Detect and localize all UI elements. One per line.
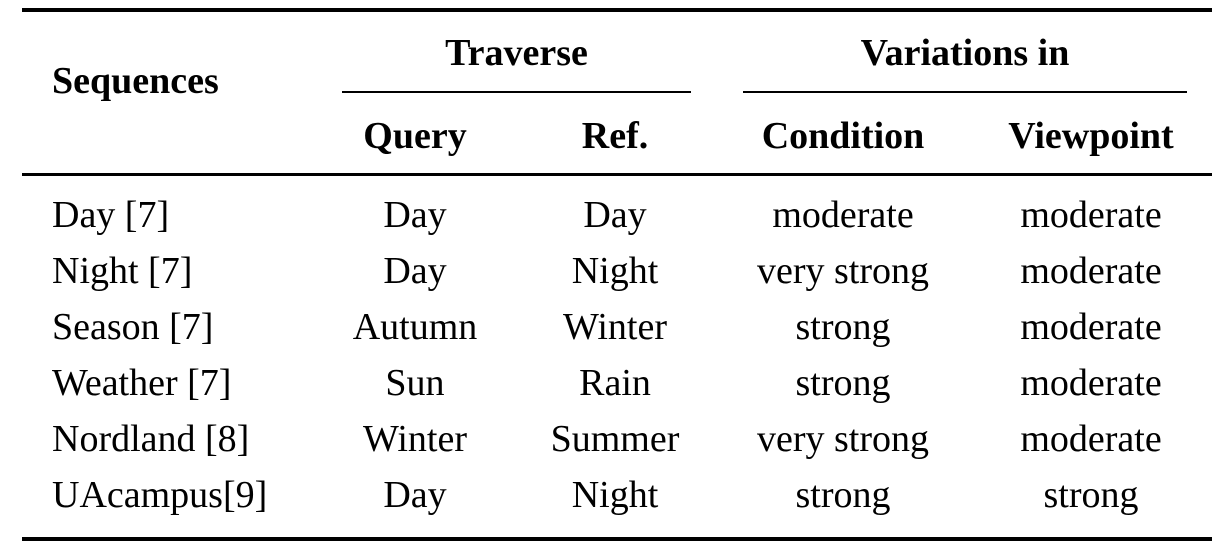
- cell-condition: very strong: [756, 418, 930, 460]
- cell-viewpoint: moderate: [1020, 418, 1162, 460]
- cell-ref: Winter: [563, 306, 667, 348]
- cell-condition: strong: [795, 474, 891, 516]
- cell-sequence: UAcampus[9]: [52, 474, 268, 516]
- table-row: Weather [7] Sun Rain strong moderate: [0, 364, 1230, 420]
- cell-viewpoint: moderate: [1020, 362, 1162, 404]
- cell-ref: Night: [571, 250, 659, 292]
- traverse-group-rule: [342, 91, 691, 93]
- cell-condition: very strong: [756, 250, 930, 292]
- cell-query: Sun: [385, 362, 445, 404]
- table-body: Day [7] Day Day moderate moderate Night …: [0, 196, 1230, 532]
- cell-ref: Night: [571, 474, 659, 516]
- header-condition: Condition: [761, 115, 925, 157]
- cell-query: Day: [383, 250, 447, 292]
- cell-sequence: Nordland [8]: [52, 418, 250, 460]
- table-header-rule: [22, 173, 1212, 176]
- cell-sequence: Day [7]: [52, 194, 170, 236]
- cell-query: Day: [383, 474, 447, 516]
- cell-ref: Day: [583, 194, 647, 236]
- table-row: Night [7] Day Night very strong moderate: [0, 252, 1230, 308]
- table-bottom-rule: [22, 537, 1212, 541]
- cell-query: Autumn: [352, 306, 478, 348]
- table-row: Nordland [8] Winter Summer very strong m…: [0, 420, 1230, 476]
- cell-viewpoint: moderate: [1020, 306, 1162, 348]
- cell-condition: strong: [795, 306, 891, 348]
- variations-group-rule: [743, 91, 1187, 93]
- cell-query: Winter: [363, 418, 467, 460]
- cell-sequence: Night [7]: [52, 250, 193, 292]
- table-top-rule: [22, 8, 1212, 12]
- cell-viewpoint: strong: [1043, 474, 1139, 516]
- header-traverse: Traverse: [445, 32, 588, 74]
- cell-viewpoint: moderate: [1020, 250, 1162, 292]
- header-query: Query: [363, 115, 467, 157]
- header-viewpoint: Viewpoint: [1008, 115, 1174, 157]
- cell-ref: Rain: [579, 362, 651, 404]
- header-sequences: Sequences: [52, 60, 219, 102]
- table-row: UAcampus[9] Day Night strong strong: [0, 476, 1230, 532]
- table-row: Day [7] Day Day moderate moderate: [0, 196, 1230, 252]
- cell-condition: moderate: [772, 194, 914, 236]
- cell-query: Day: [383, 194, 447, 236]
- cell-sequence: Season [7]: [52, 306, 214, 348]
- table-row: Season [7] Autumn Winter strong moderate: [0, 308, 1230, 364]
- header-ref: Ref.: [581, 115, 649, 157]
- cell-ref: Summer: [550, 418, 680, 460]
- cell-condition: strong: [795, 362, 891, 404]
- cell-sequence: Weather [7]: [52, 362, 232, 404]
- header-variations-in: Variations in: [860, 32, 1070, 74]
- cell-viewpoint: moderate: [1020, 194, 1162, 236]
